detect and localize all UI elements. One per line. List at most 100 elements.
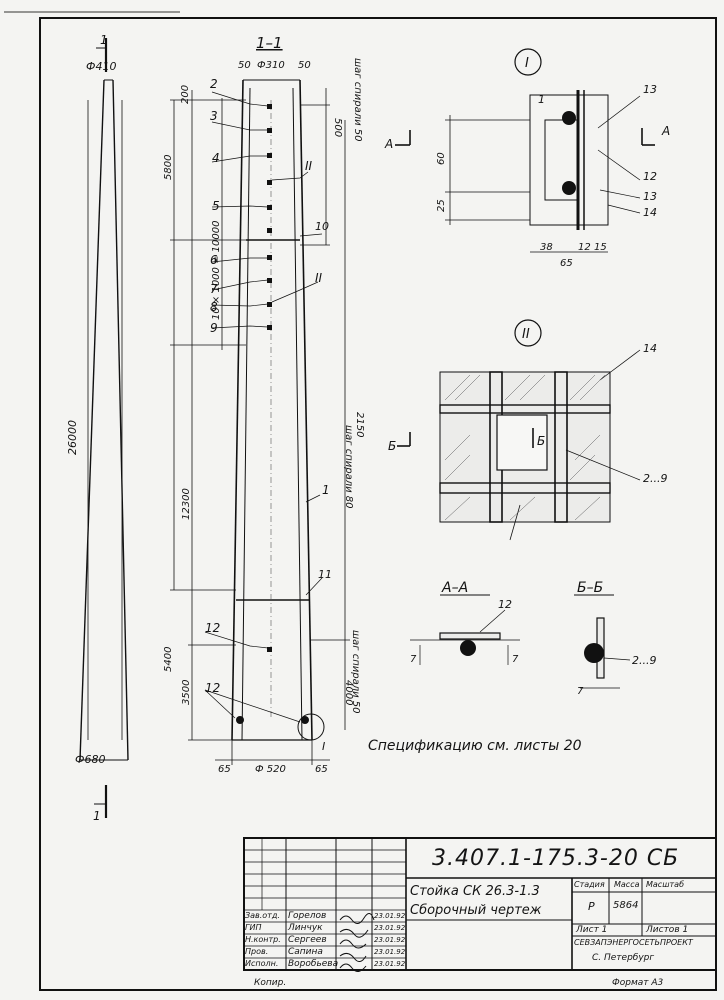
dim-top-diameter: Ф310	[257, 60, 285, 71]
section-BB-dim: 7	[577, 686, 584, 697]
section-AA	[410, 594, 520, 665]
col-stage-header: Стадия	[574, 880, 605, 889]
detail-II-view-mark-left: Б	[388, 439, 396, 453]
product-title: Стойка СК 26.3-1.3	[410, 884, 540, 899]
sheet-frame	[39, 17, 717, 991]
drawing-type: Сборочный чертеж	[410, 903, 542, 918]
signer-role: Зав.отд.	[245, 911, 280, 920]
bottom-dimension-lines	[215, 740, 330, 765]
dim-bottom-right: 65	[315, 764, 328, 775]
signer-name: Сергеев	[288, 935, 327, 945]
dim-left-200: 200	[180, 85, 191, 104]
detail-I-dim-15: 15	[594, 242, 607, 253]
detail-I-dim-25: 25	[436, 199, 447, 212]
pos-10: 10	[315, 220, 329, 233]
section-AA-dim-right: 7	[512, 654, 519, 665]
detail-I-mark: I	[525, 56, 529, 71]
pos-4: 4	[212, 151, 220, 165]
organization-city: С. Петербург	[592, 953, 655, 963]
step-annotation-top: шаг спирали 50	[352, 58, 363, 142]
section-AA-dim-left: 7	[410, 654, 417, 665]
detail-I-pos-14: 14	[643, 206, 657, 219]
signer-date: 23.01.92	[374, 924, 406, 932]
dim-bottom-left: 65	[218, 764, 231, 775]
signatures	[339, 913, 375, 972]
dim-top-left: 50	[238, 60, 251, 71]
signer-role: Н.контр.	[245, 935, 281, 944]
detail-I-mark-circle	[514, 48, 542, 76]
detail-II-view-mark-inner: Б	[537, 434, 545, 448]
callout-II-lower: II	[315, 271, 323, 285]
section-AA-title: А–А	[441, 580, 468, 596]
sheet-format: Формат А3	[612, 978, 664, 988]
section-BB-title: Б–Б	[577, 580, 603, 596]
signer-date: 23.01.92	[374, 936, 406, 944]
step-dim-4000: 4000	[343, 680, 354, 705]
dim-right-500: 500	[332, 118, 343, 137]
section-AA-pos: 12	[498, 598, 512, 611]
detail-I-dim-65: 65	[560, 258, 573, 269]
pos-3: 3	[210, 109, 218, 123]
step-annotation-mid: шаг спирали 80	[343, 425, 354, 509]
overall-outline	[79, 38, 129, 818]
section-BB-pos: 2...9	[632, 654, 657, 667]
detail-I-view-mark-right: A	[661, 124, 670, 138]
signer-role: Пров.	[245, 947, 269, 956]
detail-II-mark: II	[522, 327, 530, 342]
dim-left-5400: 5400	[163, 647, 174, 672]
pos-11: 11	[318, 568, 332, 581]
right-dimension-lines	[300, 88, 350, 730]
pos-5: 5	[212, 199, 220, 213]
dim-right-2150: 2150	[354, 412, 365, 437]
section-BB	[574, 594, 631, 689]
signer-date: 23.01.92	[374, 912, 406, 920]
pos-12-upper: 12	[205, 621, 220, 635]
detail-II	[397, 319, 641, 541]
detail-I-view-mark-left: A	[384, 137, 393, 151]
organization: СЕВЗАПЭНЕРГОСЕТЬПРОЕКТ	[574, 938, 693, 947]
detail-II-hatch	[444, 374, 606, 521]
cut-mark-bottom: 1	[93, 809, 101, 823]
detail-I-dim-60: 60	[436, 152, 447, 165]
pos-7: 7	[210, 282, 218, 296]
dim-left-10000: 10 × 1000 = 10000	[211, 221, 222, 320]
signer-role: Исполн.	[245, 959, 279, 968]
dim-top-right: 50	[298, 60, 311, 71]
detail-I-pos-1: 1	[538, 93, 545, 106]
dim-left-5800: 5800	[163, 155, 174, 180]
col-scale-header: Масштаб	[646, 880, 685, 889]
detail-I-dim-12: 12	[578, 242, 591, 253]
callout-I: I	[322, 740, 325, 753]
pos-1: 1	[322, 483, 330, 497]
pole-section-body	[231, 79, 325, 741]
stage-value: Р	[588, 900, 595, 913]
document-code: 3.407.1-175.3-20 СБ	[432, 846, 680, 871]
position-leaders	[204, 91, 323, 723]
signer-name: Воробьева	[288, 959, 339, 969]
spec-note: Спецификацию см. листы 20	[368, 738, 582, 754]
signer-role: ГИП	[245, 923, 262, 932]
copied-by: Копир.	[254, 978, 287, 988]
pos-12-lower: 12	[205, 681, 220, 695]
cut-mark-top: 1	[100, 33, 108, 47]
mass-value: 5864	[613, 900, 639, 911]
pos-9: 9	[210, 321, 218, 335]
dim-total-height: 26000	[66, 420, 79, 455]
pos-6: 6	[210, 253, 218, 267]
signer-date: 23.01.92	[374, 960, 406, 968]
pole-embedded-parts	[236, 104, 309, 724]
dim-left-3500: 3500	[181, 680, 192, 705]
sheets-value: Листов 1	[646, 925, 689, 935]
left-dimension-lines	[170, 90, 246, 741]
section-title: 1–1	[256, 34, 283, 52]
detail-I-pos-12: 12	[643, 170, 657, 183]
signer-name: Линчук	[288, 923, 323, 933]
signer-name: Сапина	[288, 947, 323, 957]
dim-left-12300: 12300	[181, 488, 192, 520]
dim-diameter-top: Ф410	[86, 60, 116, 73]
pos-8: 8	[210, 300, 218, 314]
col-mass-header: Масса	[614, 880, 640, 889]
detail-I-dim-38: 38	[540, 242, 553, 253]
callout-II-upper: II	[305, 159, 313, 173]
